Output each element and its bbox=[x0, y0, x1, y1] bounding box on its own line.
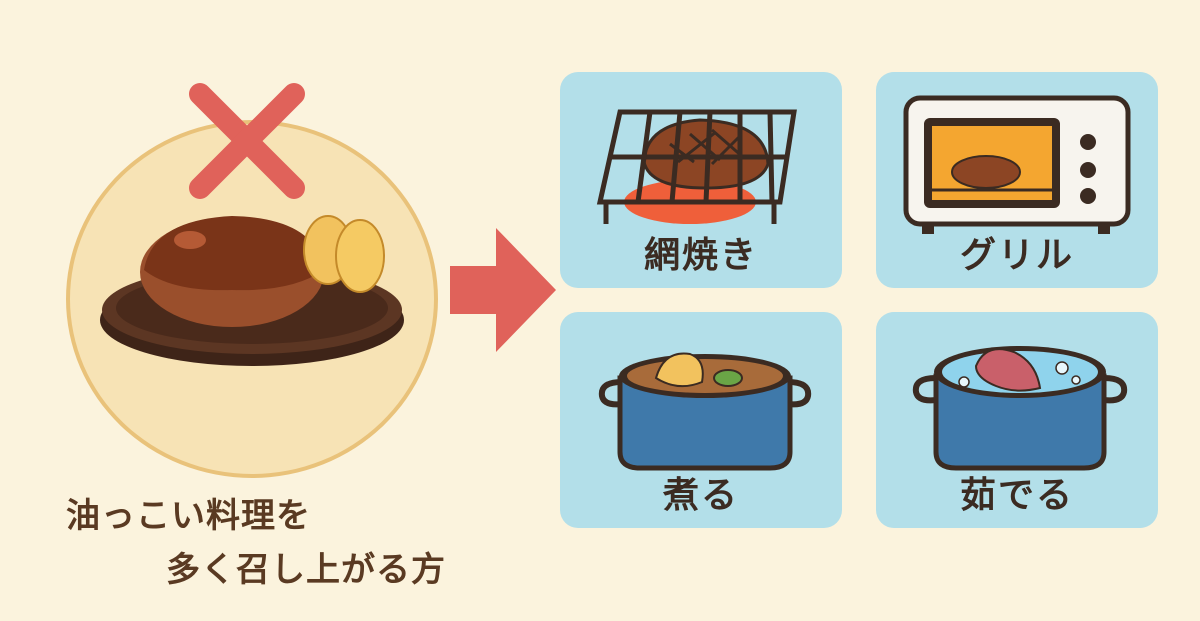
toaster-oven-icon bbox=[903, 95, 1131, 234]
method-label-oven-grill: グリル bbox=[959, 235, 1074, 276]
hamburg-steak-plate-icon bbox=[100, 215, 404, 366]
method-card-grill-grate: 網焼き bbox=[560, 72, 842, 288]
caption-line-1: 油っこい料理を bbox=[66, 496, 311, 536]
right-arrow-icon bbox=[450, 228, 556, 352]
caption-line-2: 多く召し上がる方 bbox=[166, 550, 446, 590]
cross-icon bbox=[189, 83, 305, 199]
method-card-simmer: 煮る bbox=[560, 312, 842, 528]
method-card-boil: 茹でる bbox=[876, 312, 1158, 528]
method-label-boil: 茹でる bbox=[959, 475, 1074, 516]
grill-grate-icon bbox=[596, 109, 797, 224]
method-label-simmer: 煮る bbox=[662, 475, 739, 516]
boiling-pot-icon bbox=[912, 346, 1128, 471]
method-card-oven-grill: グリル bbox=[876, 72, 1158, 288]
method-label-grill-grate: 網焼き bbox=[643, 235, 758, 276]
stew-pot-icon bbox=[598, 352, 812, 471]
